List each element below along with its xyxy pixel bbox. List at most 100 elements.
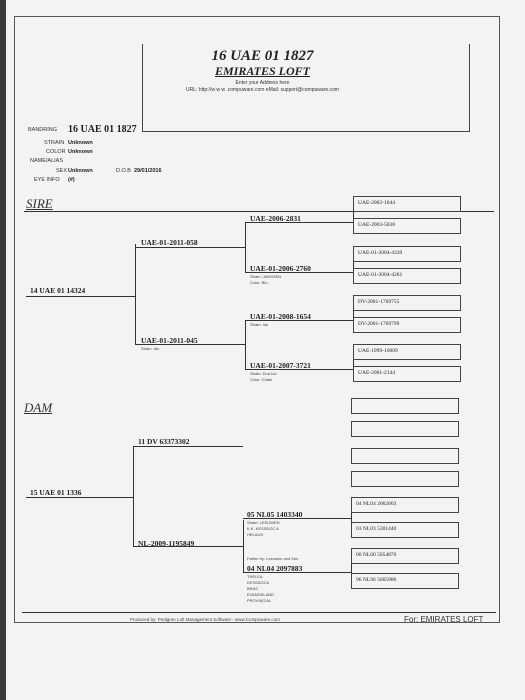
dam-ring: 15 UAE 01 1336 (30, 488, 82, 497)
page-frame (14, 16, 500, 623)
gg-box-8: UAE-2001-2144 (353, 366, 461, 382)
page-title: 16 UAE 01 1827 (211, 48, 314, 64)
sds-bracket (353, 301, 354, 329)
footer-for-loft: For: EMIRATES LOFT (404, 615, 484, 624)
sds-underline (245, 320, 353, 321)
sds-ring: UAE-01-2008-1654 (250, 312, 311, 321)
header-box (142, 44, 470, 132)
sire-underline (26, 296, 136, 297)
sd-detail: Strain: Idu (141, 346, 160, 351)
sire-bracket (135, 244, 136, 344)
gg-box-16: 96 NL96 5665986 (351, 573, 459, 589)
gg-box-10 (351, 421, 459, 437)
ss-underline (135, 247, 245, 248)
sdd-ring: UAE-01-2007-3721 (250, 361, 311, 370)
sire-ring: 14 UAE 01 14324 (30, 286, 86, 295)
sdd-strain: Strain: Dna Idu (250, 371, 277, 376)
sdd-bracket (353, 350, 354, 378)
sss-underline (245, 222, 353, 223)
ds-ring: 11 DV 63373302 (138, 437, 190, 446)
gg-ring-13: 04 NL04 2062003 (356, 501, 397, 507)
gg-box-3: UAE-01-2004-4339 (353, 246, 461, 262)
ssd-strain: Strain: JANSSEN (250, 274, 282, 279)
dd-underline (133, 546, 243, 547)
sire-section-rule (24, 211, 494, 212)
eyeinfo-label: EYE INFO (34, 177, 60, 183)
ddd-bracket (351, 554, 352, 581)
bandring-value: 16 UAE 01 1827 (68, 124, 137, 135)
dob-value: 29/01/2016 (134, 168, 162, 174)
ddd-ring: 04 NL04 2097883 (247, 564, 303, 573)
gg-ring-8: UAE-2001-2144 (358, 370, 395, 376)
ssd-bracket (353, 253, 354, 281)
paper-sheet (6, 0, 525, 700)
gg-box-1: UAE-2002-1044 (353, 196, 461, 212)
bandring-label: BANDRING (28, 127, 58, 133)
footer-rule (22, 612, 496, 613)
dds-detail1: Strain: LEEUWEN (247, 520, 280, 525)
color-value: Unknown (68, 149, 93, 155)
dam-underline (26, 497, 134, 498)
sds-detail: Strain: Idu (250, 322, 269, 327)
gg-box-11 (351, 448, 459, 464)
gg-ring-15: 00 NL00 5054870 (356, 552, 397, 558)
ddd-detail3: BRAS (247, 586, 258, 591)
gg-ring-16: 96 NL96 5665986 (356, 577, 397, 583)
ds-underline (133, 446, 243, 447)
url-line: URL: http://w w w .compuware.com eMail: … (186, 87, 339, 93)
ss-bracket (245, 222, 246, 272)
dds-ring: 05 NL05 1403340 (247, 510, 303, 519)
color-label: COLOR (46, 149, 66, 155)
loft-name: EMIRATES LOFT (214, 64, 311, 78)
gg-ring-7: UAE-1999-10009 (358, 348, 398, 354)
sd-underline (135, 344, 245, 345)
dob-label: D.O.B (116, 168, 131, 174)
gg-ring-4: UAE-01-2004-4281 (358, 272, 403, 278)
gg-box-9 (351, 398, 459, 414)
gg-box-5: DV-2001-1769755 (353, 295, 461, 311)
namealias-label: NAME/ALIAS (30, 158, 64, 164)
sss-ring: UAE-2006-2831 (250, 214, 301, 223)
gg-box-7: UAE-1999-10009 (353, 344, 461, 360)
sdd-color: Color: Chalk (250, 377, 273, 382)
gg-box-2: UAE-2003-5638 (353, 218, 461, 234)
eyeinfo-value: (#) (68, 177, 75, 183)
ddd-detail5: PROVINCIAL (247, 598, 272, 603)
sd-bracket (245, 320, 246, 370)
ssd-color: Color: Blu (250, 280, 268, 285)
dam-bracket (133, 446, 134, 546)
sex-label: SEX (56, 168, 68, 174)
ddd-pre: Father by: Leeuwen and Son (247, 556, 299, 561)
ddd-underline (243, 572, 351, 573)
gg-ring-1: UAE-2002-1044 (358, 200, 395, 206)
ssd-ring: UAE-01-2006-2760 (250, 264, 311, 273)
address-hint: Enter your Address here (235, 80, 290, 86)
dds-bracket (351, 505, 352, 532)
sd-ring: UAE-01-2011-045 (141, 336, 198, 345)
gg-box-4: UAE-01-2004-4281 (353, 268, 461, 284)
sex-value: Unknown (68, 168, 93, 174)
footer-produced-by: Produced by: Pedigree Loft Management So… (130, 617, 280, 622)
sire-section-title: SIRE (26, 196, 53, 211)
gg-box-13: 04 NL04 2062003 (351, 497, 459, 513)
gg-box-12 (351, 471, 459, 487)
gg-ring-6: DV-2001-1769799 (358, 321, 400, 327)
sdd-underline (245, 369, 353, 370)
ssd-underline (245, 272, 353, 273)
dd-bracket (243, 520, 244, 572)
gg-ring-5: DV-2001-1769755 (358, 299, 400, 305)
dam-section-title: DAM (24, 400, 53, 415)
dds-detail2: K.K. KESSDOC A (247, 526, 279, 531)
ddd-detail4: EVANGELAND (247, 592, 275, 597)
gg-ring-2: UAE-2003-5638 (358, 222, 395, 228)
dd-ring: NL-2009-1195849 (138, 539, 195, 548)
ddd-detail1: THELEA (247, 574, 263, 579)
strain-label: STRAIN (44, 140, 65, 146)
strain-value: Unknown (68, 140, 93, 146)
gg-box-15: 00 NL00 5054870 (351, 548, 459, 564)
gg-ring-14: 03 NL03 5301440 (356, 526, 397, 532)
sss-bracket (353, 203, 354, 231)
dds-underline (243, 518, 351, 519)
ddd-detail2: KESSDOCA (247, 580, 270, 585)
ss-ring: UAE-01-2011-058 (141, 238, 198, 247)
